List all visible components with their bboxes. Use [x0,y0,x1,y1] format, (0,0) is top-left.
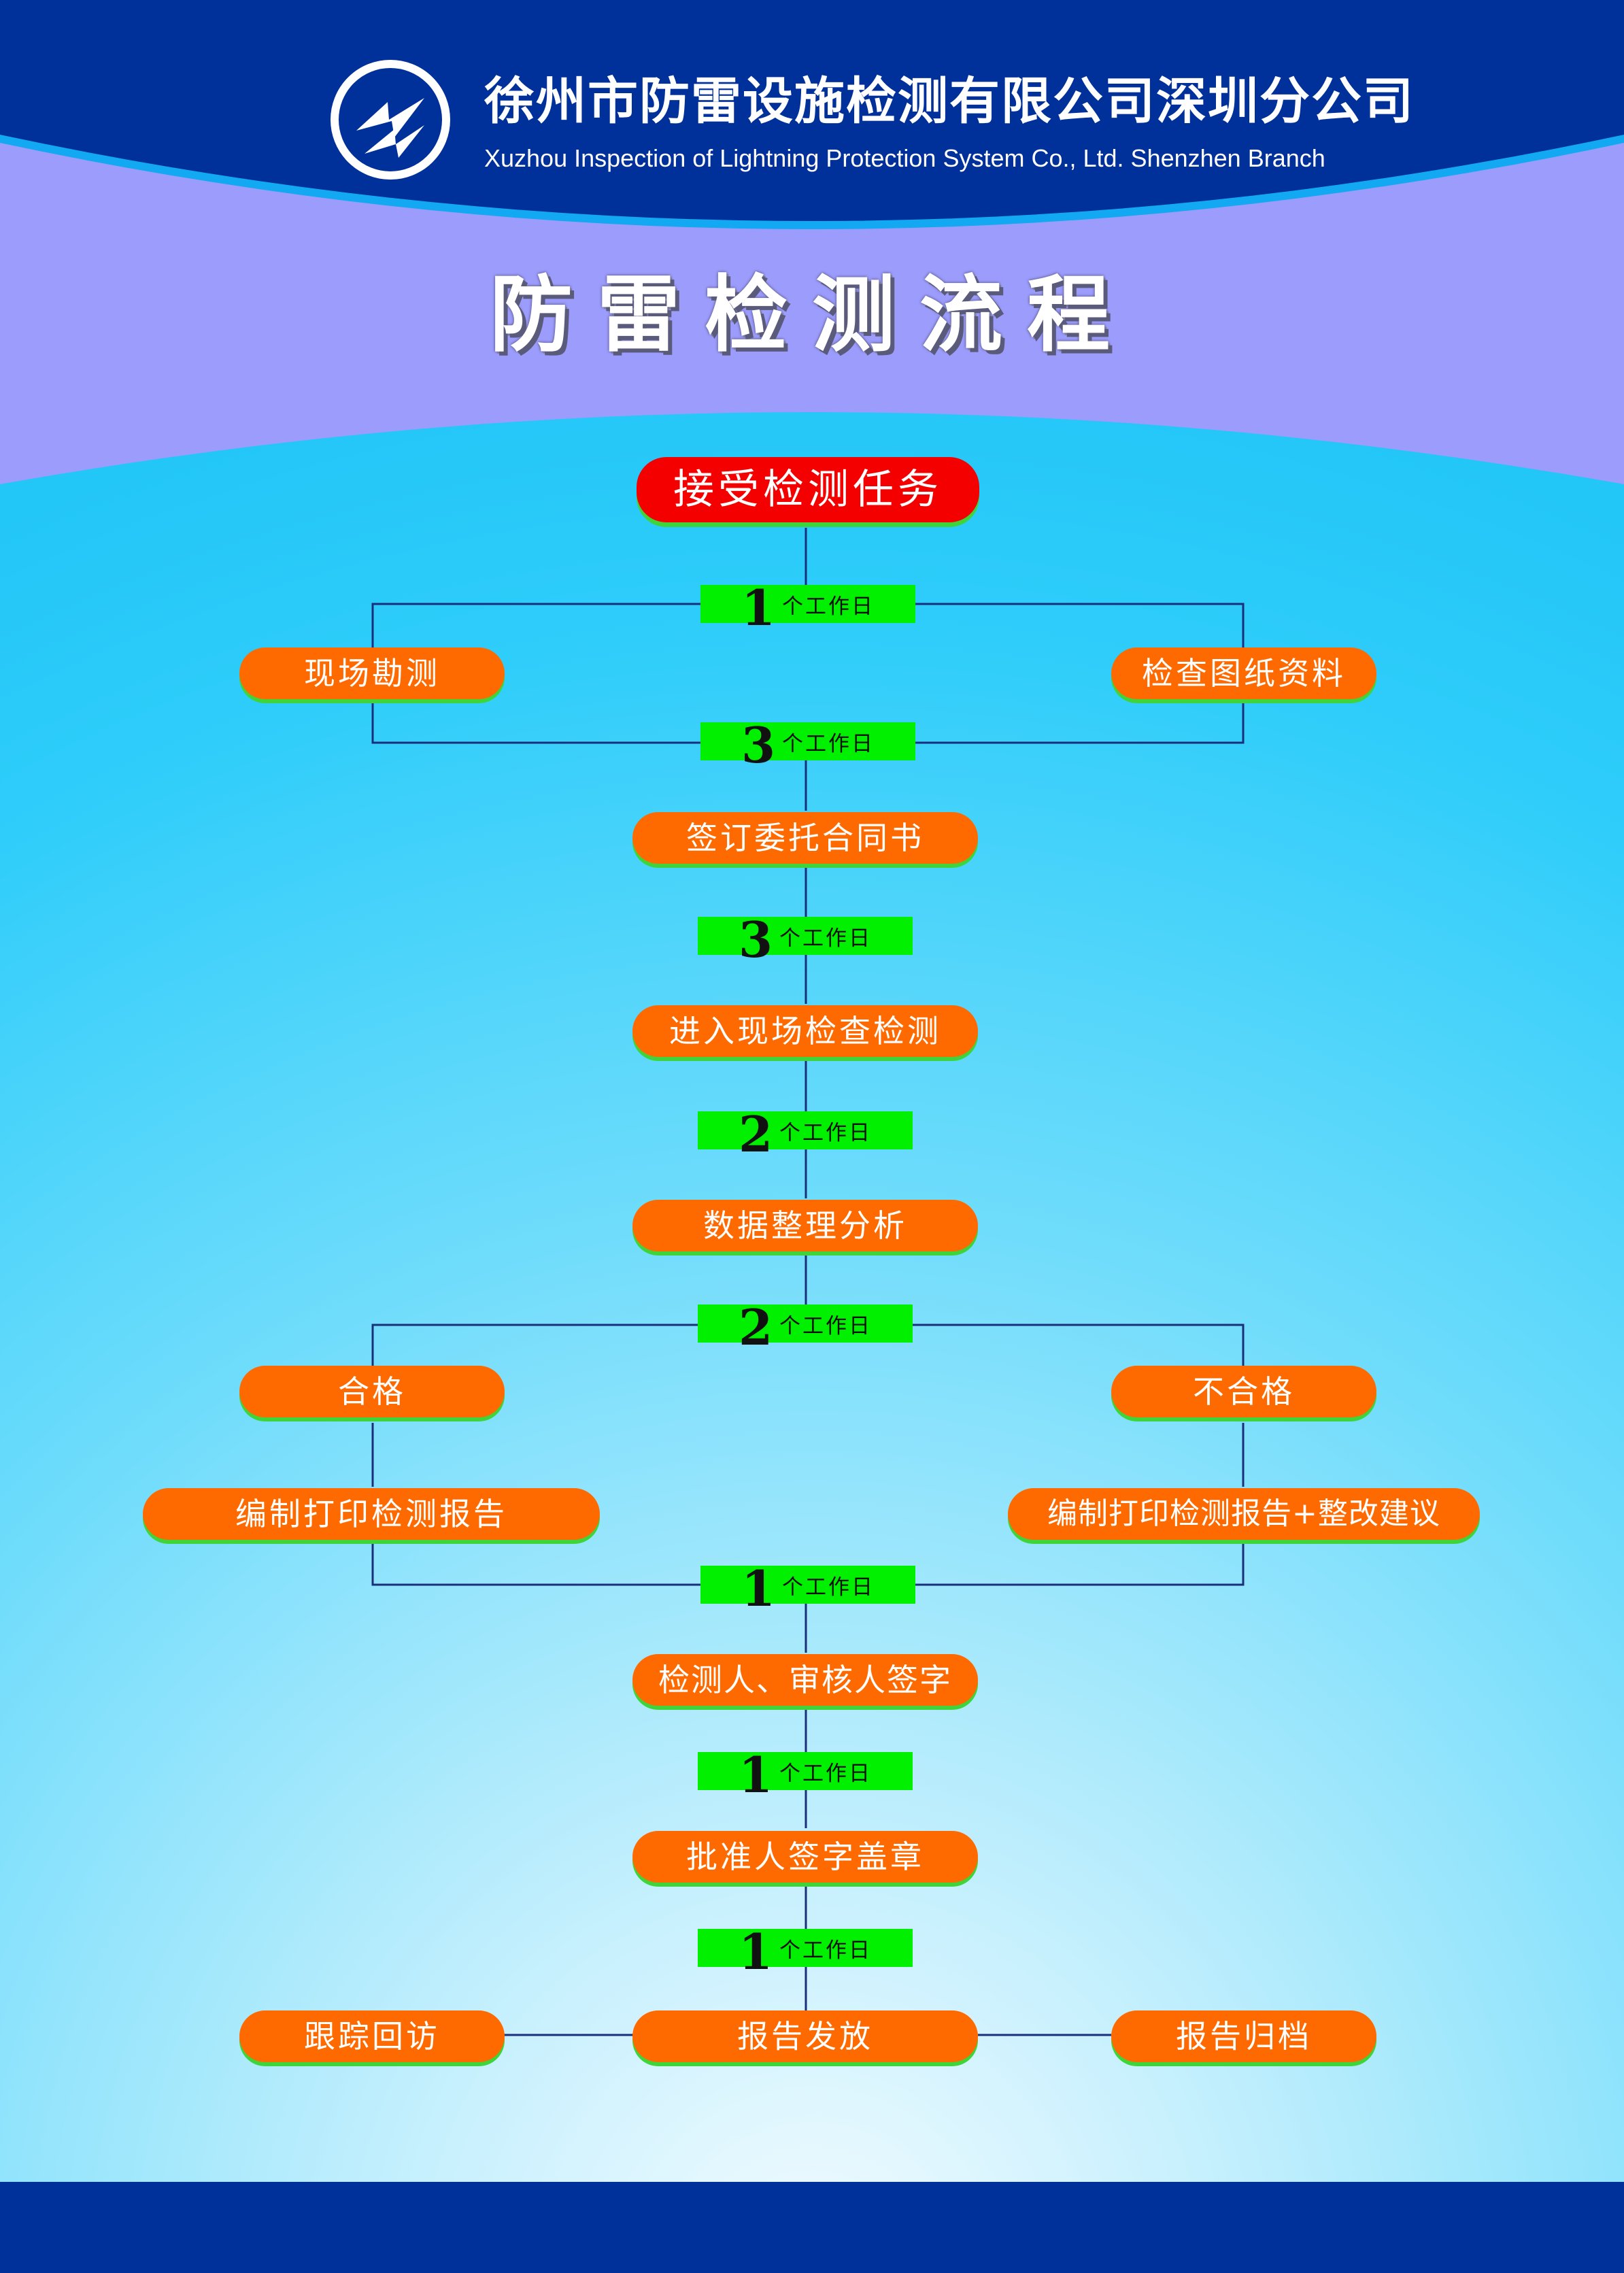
duration-badge: 1 个工作日 [700,1564,915,1613]
header-highlight-curve [0,135,1624,229]
duration-value: 3 [741,716,776,774]
duration-unit: 个工作日 [782,1575,875,1600]
node-data-analysis: 数据整理分析 [632,1200,978,1251]
duration-badge: 3 个工作日 [698,915,913,964]
node-fail: 不合格 [1111,1366,1376,1417]
node-pass: 合格 [239,1366,505,1417]
lightning-bolt-circle-icon [331,60,450,180]
duration-badge: 1 个工作日 [700,584,915,633]
duration-badge: 1 个工作日 [698,1927,913,1976]
duration-badge: 2 个工作日 [698,1303,913,1352]
node-issue-report: 报告发放 [632,2010,978,2062]
node-follow-up: 跟踪回访 [239,2010,505,2062]
node-archive: 报告归档 [1111,2010,1376,2062]
duration-unit: 个工作日 [779,1761,873,1786]
company-name-cn: 徐州市防雷设施检测有限公司深圳分公司 [484,72,1415,131]
duration-unit: 个工作日 [779,1938,873,1963]
duration-value: 1 [741,1560,776,1617]
duration-value: 1 [741,579,776,637]
node-report-rectify: 编制打印检测报告+整改建议 [1008,1488,1480,1540]
duration-value: 3 [738,911,773,969]
node-report: 编制打印检测报告 [143,1488,600,1540]
company-name-en: Xuzhou Inspection of Lightning Protectio… [484,144,1325,172]
duration-badge: 3 个工作日 [700,721,915,770]
node-check-drawings: 检查图纸资料 [1111,647,1376,699]
duration-unit: 个工作日 [779,1313,873,1338]
duration-badge: 1 个工作日 [698,1751,913,1800]
node-sign-contract: 签订委托合同书 [632,812,978,864]
node-accept-task: 接受检测任务 [637,457,979,522]
logo [329,58,452,181]
duration-value: 1 [738,1746,773,1804]
node-onsite-inspection: 进入现场检查检测 [632,1005,978,1057]
duration-unit: 个工作日 [782,594,875,619]
duration-value: 1 [738,1923,773,1981]
duration-unit: 个工作日 [779,926,873,951]
node-approve-seal: 批准人签字盖章 [632,1831,978,1883]
page-title: 防雷检测流程 [490,267,1134,363]
duration-unit: 个工作日 [782,731,875,756]
footer-bar [0,2182,1624,2273]
duration-value: 2 [738,1105,773,1163]
duration-unit: 个工作日 [779,1120,873,1145]
duration-value: 2 [738,1298,773,1356]
node-sign-inspectors: 检测人、审核人签字 [632,1654,978,1706]
node-site-survey: 现场勘测 [239,647,505,699]
duration-badge: 2 个工作日 [698,1110,913,1159]
